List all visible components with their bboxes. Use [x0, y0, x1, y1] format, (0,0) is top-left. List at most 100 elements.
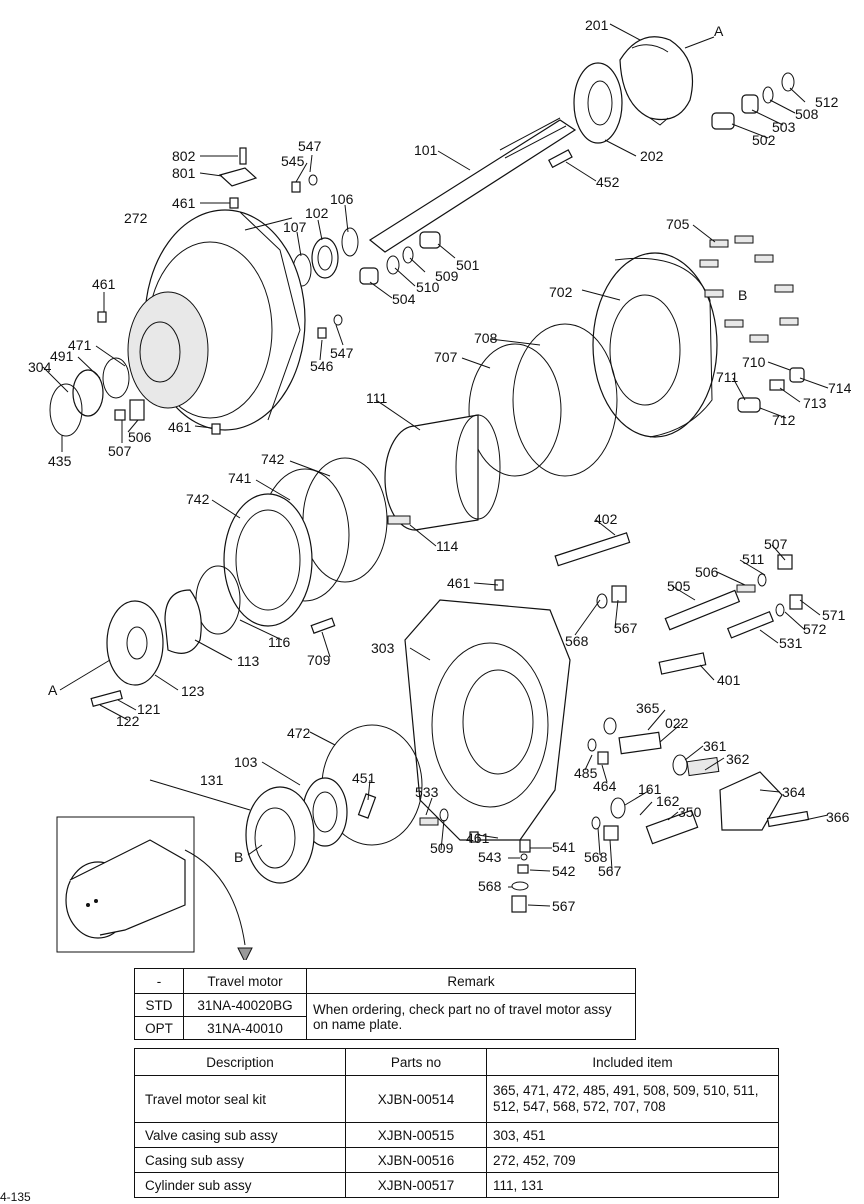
callout-546: 546: [310, 358, 334, 374]
callout-504: 504: [392, 291, 416, 307]
callout-512: 512: [815, 94, 839, 110]
bolt-401: [658, 652, 707, 675]
callout-107: 107: [283, 219, 307, 235]
drive-shaft-101: [368, 117, 577, 253]
callout-801: 801: [172, 165, 196, 181]
callout-543: 543: [478, 849, 502, 865]
callout-714: 714: [828, 380, 852, 396]
o-ring-707: [468, 343, 562, 477]
callout-547a: 547: [298, 138, 322, 154]
callout-461d: 461: [447, 575, 471, 591]
callout-362: 362: [726, 751, 750, 767]
parts-description: Casing sub assy: [134, 1147, 346, 1173]
variant-part-no: 31NA-40010: [183, 1016, 307, 1040]
callout-547b: 547: [330, 345, 354, 361]
table-row: STD 31NA-40020BG When ordering, check pa…: [134, 993, 636, 1040]
callout-713: 713: [803, 395, 827, 411]
callout-102: 102: [305, 205, 329, 221]
callout-101: 101: [414, 142, 438, 158]
callout-461a: 461: [172, 195, 196, 211]
callout-464: 464: [593, 778, 617, 794]
gear-113: [164, 589, 202, 654]
callout-568b: 568: [478, 878, 502, 894]
callout-272: 272: [124, 210, 148, 226]
variant-remark: When ordering, check part no of travel m…: [306, 993, 636, 1040]
callout-705: 705: [666, 216, 690, 232]
variant-table-header: - Travel motor Remark: [134, 968, 636, 994]
table-row: Travel motor seal kit XJBN-00514 365, 47…: [134, 1075, 779, 1123]
callout-507a: 507: [108, 443, 132, 459]
callout-022: 022: [665, 715, 689, 731]
spring-114: [387, 515, 411, 525]
relief-valve-group: [587, 717, 810, 845]
callout-710: 710: [742, 354, 766, 370]
callout-B-1: B: [738, 287, 747, 303]
parts-col-included: Included item: [486, 1048, 779, 1076]
callout-162: 162: [656, 793, 680, 809]
parts-included: 111, 131: [486, 1172, 779, 1198]
callout-568a: 568: [565, 633, 589, 649]
plate-123: [106, 600, 164, 686]
plug-710-714: [737, 367, 805, 413]
callout-507b: 507: [764, 536, 788, 552]
callout-802: 802: [172, 148, 196, 164]
callout-161: 161: [638, 781, 662, 797]
callout-571: 571: [822, 607, 846, 623]
callout-707: 707: [434, 349, 458, 365]
callout-503: 503: [772, 119, 796, 135]
callout-116: 116: [268, 634, 291, 650]
parts-included: 272, 452, 709: [486, 1147, 779, 1173]
callout-485: 485: [574, 765, 598, 781]
callout-510: 510: [416, 279, 440, 295]
callout-A-2: A: [48, 682, 58, 698]
callout-435: 435: [48, 453, 72, 469]
variant-code: STD: [134, 993, 184, 1017]
callout-350: 350: [678, 804, 702, 820]
sub-assembly-parts-table: Description Parts no Included item Trave…: [134, 1048, 779, 1198]
callout-131: 131: [200, 772, 224, 788]
callout-461b: 461: [92, 276, 116, 292]
parts-included: 365, 471, 472, 485, 491, 508, 509, 510, …: [486, 1075, 779, 1123]
friction-plates: [223, 457, 388, 627]
parts-description: Cylinder sub assy: [134, 1172, 346, 1198]
callout-123: 123: [181, 683, 205, 699]
callout-542: 542: [552, 863, 576, 879]
travel-motor-variant-table: - Travel motor Remark STD 31NA-40020BG W…: [134, 968, 636, 1040]
table-row: Casing sub assy XJBN-00516 272, 452, 709: [134, 1147, 779, 1173]
callout-471: 471: [68, 337, 92, 353]
callout-202: 202: [640, 148, 664, 164]
valve-plate-131: [245, 786, 315, 884]
callout-511: 511: [742, 551, 765, 567]
callout-365: 365: [636, 700, 660, 716]
parts-description: Travel motor seal kit: [134, 1075, 346, 1123]
callout-364: 364: [782, 784, 806, 800]
springs-705: [699, 235, 799, 343]
callout-509b: 509: [430, 840, 454, 856]
left-seals: [49, 311, 343, 437]
callout-567a: 567: [614, 620, 638, 636]
callout-505: 505: [667, 578, 691, 594]
callout-451: 451: [352, 770, 376, 786]
casing-272: [127, 209, 306, 431]
callout-742b: 742: [186, 491, 210, 507]
callout-113: 113: [237, 653, 260, 669]
callout-509a: 509: [435, 268, 459, 284]
callout-121: 121: [137, 701, 161, 717]
callout-502: 502: [752, 132, 776, 148]
callout-103: 103: [234, 754, 258, 770]
callout-461e: 461: [466, 830, 490, 846]
valve-casing-303: [404, 599, 571, 841]
callout-201: 201: [585, 17, 609, 33]
table-row: Valve casing sub assy XJBN-00515 303, 45…: [134, 1122, 779, 1148]
spool-505: [664, 589, 741, 631]
callout-568c: 568: [584, 849, 608, 865]
callout-709: 709: [307, 652, 331, 668]
parts-included: 303, 451: [486, 1122, 779, 1148]
variant-code: OPT: [134, 1016, 184, 1040]
bolt-402: [554, 532, 631, 567]
callout-B-2: B: [234, 849, 243, 865]
hub-702: [592, 252, 718, 438]
assembly-inset: [56, 816, 253, 960]
parts-number: XJBN-00517: [345, 1172, 487, 1198]
parts-number: XJBN-00515: [345, 1122, 487, 1148]
